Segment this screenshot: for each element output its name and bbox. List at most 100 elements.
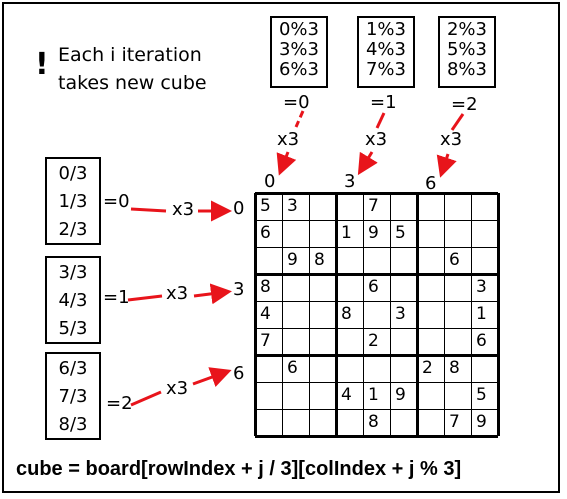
box-border-line — [254, 193, 257, 436]
box-border-line — [255, 273, 498, 276]
col-mod-op: 3%3 — [278, 39, 319, 60]
grid-line — [282, 193, 283, 436]
row-result-0: =0 — [103, 191, 130, 212]
arrow-row-2-right — [192, 367, 232, 387]
arrow-row-0-left — [130, 207, 167, 213]
sudoku-cell: 5 — [395, 223, 406, 243]
box-border-line — [335, 193, 338, 436]
col-mod-op: 2%3 — [446, 19, 487, 40]
formula-caption: cube = board[rowIndex + j / 3][colIndex … — [16, 458, 462, 480]
row-div-op: 3/3 — [58, 262, 88, 283]
grid-line — [255, 328, 498, 329]
col-offset-3: 3 — [344, 171, 356, 192]
sudoku-cell: 4 — [260, 304, 271, 324]
arrow-row-2-left — [130, 390, 162, 407]
sudoku-cell: 8 — [260, 277, 271, 297]
red-arrows — [127, 110, 465, 407]
sudoku-cell: 9 — [368, 223, 379, 243]
sudoku-cell: 2 — [422, 358, 433, 378]
sudoku-cell: 8 — [314, 250, 325, 270]
sudoku-cell: 7 — [449, 412, 460, 432]
arrow-col-0-top — [294, 110, 305, 128]
col-offset-0: 0 — [264, 171, 276, 192]
arrow-col-2-top — [450, 113, 465, 131]
col-mod-op: 5%3 — [446, 39, 487, 60]
sudoku-cell: 7 — [260, 331, 271, 351]
arrow-col-0-bottom — [276, 151, 297, 176]
sudoku-cell: 8 — [368, 412, 379, 432]
row-div-op: 6/3 — [58, 358, 88, 379]
sudoku-cell: 5 — [260, 196, 271, 216]
box-border-line — [255, 435, 498, 438]
row-mult-1: x3 — [166, 283, 189, 304]
row-result-2: =2 — [106, 393, 133, 414]
sudoku-cell: 9 — [287, 250, 298, 270]
row-div-op: 7/3 — [58, 386, 88, 407]
row-offset-0: 0 — [233, 198, 245, 219]
row-div-box-0: 0/3 1/3 2/3 — [45, 157, 101, 245]
sudoku-cell: 2 — [368, 331, 379, 351]
col-result-2: =2 — [451, 94, 478, 115]
row-div-box-1: 3/3 4/3 5/3 — [45, 256, 101, 344]
col-mult-2: x3 — [440, 129, 463, 150]
sudoku-cell: 8 — [449, 358, 460, 378]
row-mult-0: x3 — [172, 199, 195, 220]
sudoku-cell: 3 — [476, 277, 487, 297]
row-offset-6: 6 — [233, 363, 245, 384]
col-mult-0: x3 — [277, 129, 300, 150]
col-result-0: =0 — [283, 92, 310, 113]
sudoku-cell: 1 — [476, 304, 487, 324]
col-offset-6: 6 — [425, 173, 437, 194]
grid-line — [444, 193, 445, 436]
sudoku-cell: 3 — [287, 196, 298, 216]
grid-line — [309, 193, 310, 436]
exclamation-icon: ! — [35, 47, 49, 82]
col-mod-box-1: 1%3 4%3 7%3 — [357, 16, 415, 88]
grid-line — [255, 301, 498, 302]
grid-line — [255, 220, 498, 221]
col-mod-op: 7%3 — [365, 59, 406, 80]
col-mod-op: 4%3 — [365, 39, 406, 60]
col-mod-op: 8%3 — [446, 59, 487, 80]
sudoku-cell: 9 — [395, 385, 406, 405]
sudoku-cell: 6 — [449, 250, 460, 270]
sudoku-cell: 8 — [341, 304, 352, 324]
sudoku-cell: 4 — [341, 385, 352, 405]
box-border-line — [497, 193, 500, 436]
sudoku-cell: 6 — [260, 223, 271, 243]
sudoku-cell: 7 — [368, 196, 379, 216]
note-line-2: takes new cube — [58, 72, 207, 94]
row-offset-3: 3 — [233, 279, 245, 300]
sudoku-cell: 1 — [341, 223, 352, 243]
sudoku-cell: 1 — [368, 385, 379, 405]
box-border-line — [416, 193, 419, 436]
sudoku-cell: 9 — [476, 412, 487, 432]
sudoku-cell: 5 — [476, 385, 487, 405]
sudoku-cell: 6 — [368, 277, 379, 297]
arrow-col-2-bottom — [436, 153, 457, 178]
col-mod-op: 0%3 — [278, 19, 319, 40]
col-mod-box-2: 2%3 5%3 8%3 — [438, 16, 496, 88]
box-border-line — [255, 192, 498, 195]
sudoku-cell: 3 — [395, 304, 406, 324]
col-mod-box-0: 0%3 3%3 6%3 — [270, 16, 328, 88]
outer-frame — [2, 2, 560, 493]
note-line-1: Each i iteration — [58, 44, 202, 66]
row-result-1: =1 — [103, 287, 130, 308]
box-border-line — [255, 354, 498, 357]
grid-line — [390, 193, 391, 436]
arrow-row-1-right — [193, 283, 232, 305]
row-div-op: 2/3 — [58, 219, 88, 240]
row-div-box-2: 6/3 7/3 8/3 — [45, 352, 101, 440]
grid-line — [363, 193, 364, 436]
row-div-op: 8/3 — [58, 414, 88, 435]
grid-line — [255, 409, 498, 410]
arrow-row-1-left — [127, 294, 163, 302]
col-mult-1: x3 — [365, 129, 388, 150]
grid-line — [471, 193, 472, 436]
row-div-op: 4/3 — [58, 290, 88, 311]
col-mod-op: 1%3 — [365, 19, 406, 40]
